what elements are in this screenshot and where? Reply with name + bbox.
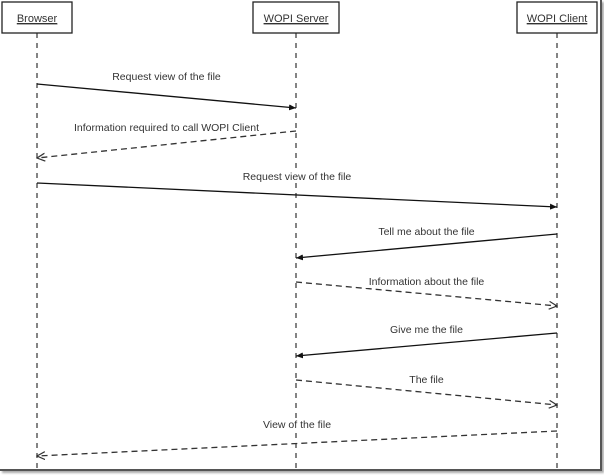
message-1: Request view of the file: [36, 71, 297, 111]
message-label: Request view of the file: [112, 71, 221, 83]
actor-box: [516, 1, 598, 34]
message-label: Information required to call WOPI Client: [74, 122, 259, 134]
call-arrow: [295, 332, 558, 359]
actor-server: WOPI Server: [252, 1, 340, 34]
message-label: Request view of the file: [243, 171, 352, 183]
return-arrow: [295, 379, 557, 405]
message-label-background: [365, 276, 488, 288]
message-3: Request view of the file: [36, 171, 558, 210]
message-label: Information about the file: [369, 276, 485, 288]
actor-label: WOPI Client: [527, 13, 588, 25]
actor-label: Browser: [17, 13, 58, 25]
actor-box: [252, 1, 340, 34]
message-label-background: [109, 71, 224, 83]
message-label-background: [259, 419, 335, 431]
message-label-background: [375, 226, 478, 238]
call-arrow: [36, 83, 297, 111]
message-8: View of the file: [37, 419, 558, 456]
actor-browser: Browser: [1, 1, 73, 34]
message-5: Information about the file: [295, 276, 557, 306]
message-label-background: [71, 122, 263, 134]
message-6: Give me the file: [295, 324, 558, 359]
message-4: Tell me about the file: [295, 226, 558, 261]
return-arrow: [295, 281, 557, 306]
call-arrow: [295, 233, 558, 261]
call-arrow: [36, 182, 558, 210]
return-arrow: [37, 130, 297, 158]
message-label: Give me the file: [390, 324, 463, 336]
actor-client: WOPI Client: [516, 1, 598, 34]
actor-label: WOPI Server: [264, 13, 329, 25]
actor-box: [1, 1, 73, 34]
message-label: Tell me about the file: [378, 226, 474, 238]
message-label: The file: [409, 374, 444, 386]
message-label: View of the file: [263, 419, 331, 431]
message-label-background: [406, 374, 447, 386]
return-arrow: [37, 430, 558, 456]
message-2: Information required to call WOPI Client: [37, 122, 297, 158]
message-label-background: [239, 171, 355, 183]
message-7: The file: [295, 374, 557, 405]
message-label-background: [387, 324, 467, 336]
